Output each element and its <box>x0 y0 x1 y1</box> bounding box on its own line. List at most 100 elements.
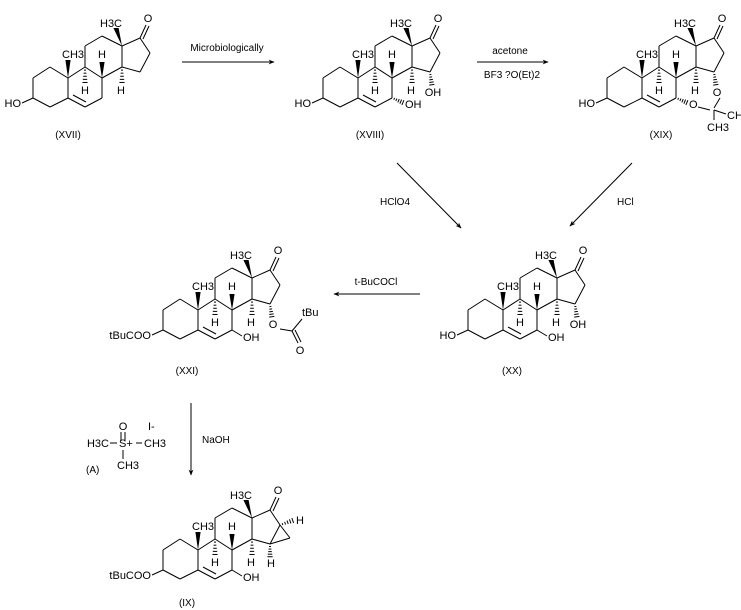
bond <box>536 298 558 311</box>
reagent-a-left: H3C <box>87 438 109 450</box>
wedge-bond <box>99 62 105 78</box>
wedge-bond <box>500 292 506 310</box>
c7-hash <box>395 98 398 102</box>
acetal-methyl-bond <box>713 109 727 115</box>
bond <box>179 538 199 551</box>
bond <box>179 298 199 311</box>
reagent-a-label: (A) <box>86 465 99 476</box>
carbonyl-bond <box>142 25 150 40</box>
h16: H <box>296 515 304 527</box>
bond <box>519 329 538 340</box>
h16-hash <box>291 517 295 524</box>
bond <box>121 66 141 73</box>
c15-substituent: OH <box>425 87 442 99</box>
bond <box>214 507 233 519</box>
bond <box>357 66 376 79</box>
bond <box>374 97 393 108</box>
h8: H <box>228 521 236 533</box>
bond <box>179 329 199 340</box>
cyclopropane-bond <box>279 524 291 539</box>
bond <box>251 269 271 279</box>
h14: H <box>117 85 125 97</box>
bond <box>536 267 558 279</box>
bond <box>214 538 233 551</box>
carbonyl-oxygen: O <box>274 245 283 257</box>
bond <box>556 298 576 305</box>
bond <box>519 298 538 311</box>
carbonyl-bond <box>713 24 721 39</box>
bond <box>411 37 431 47</box>
cyclopropane-bond <box>269 537 291 545</box>
bond <box>429 37 441 54</box>
h9: H <box>211 317 219 329</box>
bond <box>139 52 151 73</box>
carbonyl-bond <box>574 256 582 271</box>
c3-substituent: tBuCOO <box>109 330 151 342</box>
c10-methyl: CH3 <box>636 49 658 61</box>
c3-substituent: HO <box>579 98 596 110</box>
carbonyl-bond <box>272 257 280 272</box>
arrow-xviii-to-xx <box>396 162 462 229</box>
arrow-label-hclo4: HClO4 <box>380 197 410 208</box>
h8: H <box>533 281 541 293</box>
c7-substituent: O <box>689 99 698 111</box>
bond <box>374 35 393 47</box>
carbonyl-bond <box>139 24 147 39</box>
bond <box>251 509 271 519</box>
wedge-bond <box>243 260 252 278</box>
bond <box>49 97 69 108</box>
bond <box>623 66 643 79</box>
compound-xix: OCH3H3CHHHHOOOCH3CH3 <box>579 13 741 134</box>
bond <box>197 538 216 551</box>
c7-substituent: OH <box>243 572 260 584</box>
c7-hash <box>679 98 682 102</box>
c15-hash <box>713 78 717 81</box>
c10-methyl: CH3 <box>192 521 214 533</box>
bond <box>574 284 586 305</box>
bond <box>101 66 123 79</box>
c7-hash <box>393 97 396 101</box>
h9: H <box>655 85 663 97</box>
bond <box>411 66 431 73</box>
bond <box>32 97 51 108</box>
c13-methyl: H3C <box>230 250 252 262</box>
bond <box>231 298 253 311</box>
c15-hash <box>429 83 435 86</box>
h15: H <box>267 558 275 570</box>
bond <box>391 35 413 47</box>
h9: H <box>371 85 379 97</box>
bond <box>121 37 141 47</box>
c15-hash <box>269 310 273 313</box>
h9: H <box>81 85 89 97</box>
bond <box>467 329 486 340</box>
bond <box>574 269 586 286</box>
c13-methyl: H3C <box>230 490 252 502</box>
c7-hash <box>677 97 680 101</box>
carbonyl-oxygen: O <box>579 245 588 257</box>
reagent-a-sulfur: S+ <box>119 438 133 450</box>
wedge-bond <box>229 534 235 550</box>
c3-substituent: tBuCOO <box>109 570 151 582</box>
bond <box>675 66 697 79</box>
h14: H <box>552 317 560 329</box>
bond <box>502 298 521 311</box>
bond <box>67 66 86 79</box>
bond <box>214 298 233 311</box>
c7-substituent: OH <box>405 99 422 111</box>
wedge-bond <box>243 500 252 518</box>
arrow-label-acetone: acetone <box>492 46 528 57</box>
bond <box>231 538 253 551</box>
c7-bond <box>231 329 243 337</box>
c7-hash <box>681 98 684 103</box>
c7-bond <box>231 569 243 577</box>
bond <box>84 97 103 108</box>
wedge-bond <box>195 532 201 550</box>
bond <box>197 298 216 311</box>
wedge-bond <box>113 28 122 46</box>
bond <box>162 538 181 551</box>
c7-substituent: OH <box>243 332 260 344</box>
bond <box>484 298 504 311</box>
wedge-bond <box>65 60 71 78</box>
